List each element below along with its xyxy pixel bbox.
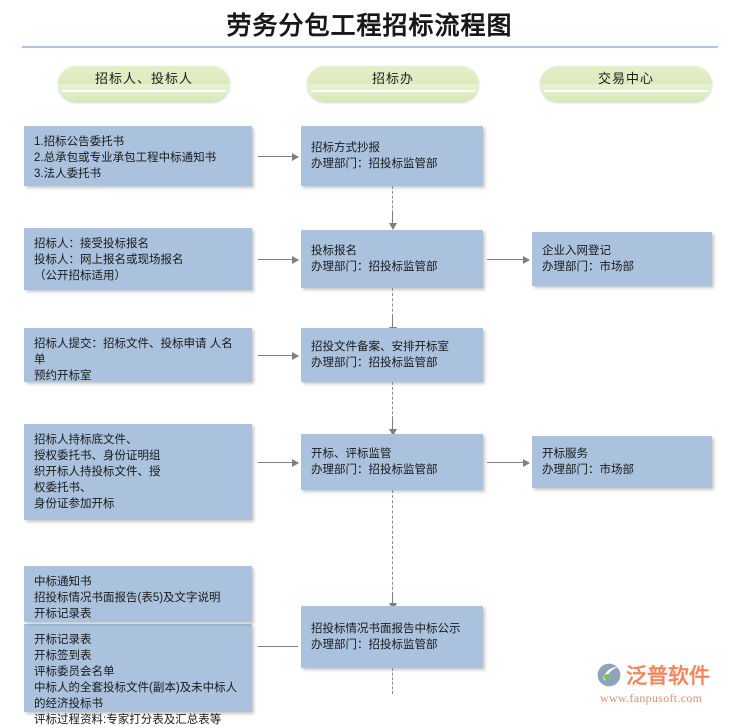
connector-b1-to-b2 — [258, 152, 299, 161]
page-title: 劳务分包工程招标流程图 — [226, 13, 513, 40]
watermark-url: www.fanpusoft.com — [600, 691, 703, 705]
column-header-center: 交易中心 — [540, 66, 712, 102]
process-box-award-publicity: 招投标情况书面报告中标公示 办理部门：招投标监管部 — [301, 606, 483, 668]
column-header-bidder: 招标人、投标人 — [58, 66, 230, 102]
connector-b4-to-b5 — [487, 255, 530, 264]
process-box-bid-method-report: 招标方式抄报 办理部门：招投标监管部 — [301, 126, 483, 186]
connector-b9-to-b10 — [487, 458, 530, 467]
column-header-center-label: 交易中心 — [597, 71, 654, 86]
column-header-bidder-label: 招标人、投标人 — [94, 71, 193, 86]
process-box-bid-registration: 投标报名 办理部门：招投标监管部 — [301, 230, 483, 288]
connector-b4-to-b7-arrow — [388, 316, 397, 334]
process-box-attend-bid-opening: 招标人持标底文件、 授权委托书、身份证明组 织开标人持投标文件、授 权委托书、 … — [24, 424, 252, 520]
fanpu-logo-icon — [597, 663, 621, 687]
connector-b3-to-b4 — [258, 255, 299, 264]
process-box-file-record-arrange-room: 招投文件备案、安排开标室 办理部门：招投标监管部 — [301, 328, 483, 382]
connector-b7-to-b9-arrow — [388, 418, 397, 436]
connector-b2-to-b4-line — [392, 186, 393, 218]
watermark: 泛普软件 www.fanpusoft.com — [596, 660, 736, 712]
connector-b9-to-b13-arrow — [388, 592, 397, 610]
process-box-evaluation-archive-documents: 开标记录表 开标签到表 评标委员会名单 中标人的全套投标文件(副本)及未中标人 … — [24, 624, 252, 726]
connector-b12-to-b13 — [258, 646, 298, 647]
process-box-accept-registration: 招标人：接受投标报名 投标人：网上报名或现场报名 （公开招标适用） — [24, 228, 252, 290]
column-header-office-label: 招标办 — [371, 71, 414, 86]
connector-b13-tail — [392, 668, 393, 694]
process-box-bid-opening-supervision: 开标、评标监管 办理部门：招投标监管部 — [301, 434, 483, 490]
connector-b8-to-b9 — [258, 458, 299, 467]
process-box-enterprise-network-registration: 企业入网登记 办理部门：市场部 — [532, 232, 712, 286]
connector-b2-to-b4-arrow — [388, 212, 397, 230]
title-divider — [22, 46, 718, 48]
column-header-office: 招标办 — [307, 66, 479, 102]
connector-b7-to-b9-line — [392, 382, 393, 424]
connector-b4-to-b7-line — [392, 288, 393, 322]
watermark-brand: 泛普软件 — [626, 664, 710, 688]
process-box-bid-notice-documents: 1.招标公告委托书 2.总承包或专业承包工程中标通知书 3.法人委托书 — [24, 126, 252, 186]
process-box-bid-opening-service: 开标服务 办理部门：市场部 — [532, 436, 712, 488]
process-box-award-notice-report: 中标通知书 招投标情况书面报告(表5)及文字说明 开标记录表 — [24, 566, 252, 622]
process-box-submit-documents: 招标人提交：招标文件、投标申请 人名单 预约开标室 — [24, 328, 252, 382]
connector-b9-to-b13-line — [392, 490, 393, 600]
connector-b6-to-b7 — [258, 351, 299, 360]
